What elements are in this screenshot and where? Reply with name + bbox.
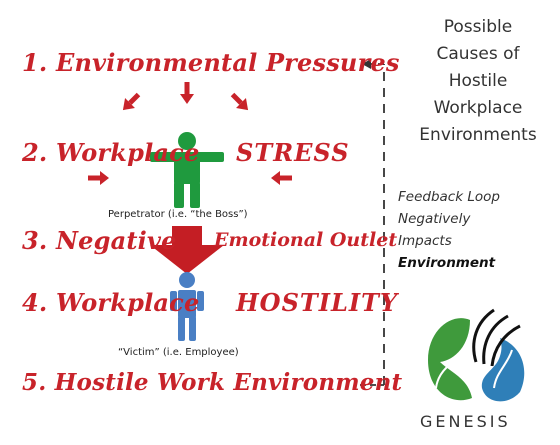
feedback-arrowhead [362, 59, 371, 69]
perpetrator-caption: Perpetrator (i.e. “the Boss”) [108, 209, 248, 220]
pressure-arrow-top-left [122, 92, 141, 111]
feedback-note: Feedback Loop Negatively Impacts Environ… [398, 186, 500, 274]
feedback-line-emphasis: Environment [398, 255, 496, 271]
step-5-hostile-work-environment: 5. Hostile Work Environment [22, 369, 403, 396]
victim-caption: “Victim” (i.e. Employee) [118, 347, 239, 358]
genesis-logo-text: GENESIS [420, 412, 511, 431]
side-title-line: Possible [443, 17, 513, 37]
feedback-line: Feedback Loop [398, 189, 500, 205]
side-title-line: Causes of [436, 44, 520, 64]
side-title-line: Workplace [433, 98, 523, 118]
perpetrator-figure [150, 132, 224, 208]
victim-figure [170, 272, 204, 341]
pressure-arrow-top-right [230, 92, 249, 111]
feedback-line: Negatively [398, 211, 471, 227]
step-2-workplace: 2. Workplace [22, 138, 200, 167]
pressure-arrow-top [180, 82, 194, 104]
step-4-workplace: 4. Workplace [22, 288, 200, 317]
pressure-arrows [88, 82, 292, 185]
side-title: Possible Causes of Hostile Workplace Env… [408, 14, 548, 149]
hostility-label: HOSTILITY [236, 288, 399, 317]
feedback-line: Impacts [398, 233, 452, 249]
side-title-line: Environments [419, 125, 537, 145]
step-3-negative: 3. Negative [22, 226, 177, 255]
pressure-arrow-left [88, 171, 109, 185]
feedback-loop [360, 63, 385, 386]
genesis-logo-emblem [428, 308, 525, 402]
side-title-line: Hostile [448, 71, 508, 91]
transfer-arrow [150, 226, 224, 274]
emotional-outlet-label: Emotional Outlet [214, 229, 398, 251]
stress-label: STRESS [236, 138, 350, 167]
step-1-environmental-pressures: 1. Environmental Pressures [22, 48, 400, 77]
pressure-arrow-right [271, 171, 292, 185]
